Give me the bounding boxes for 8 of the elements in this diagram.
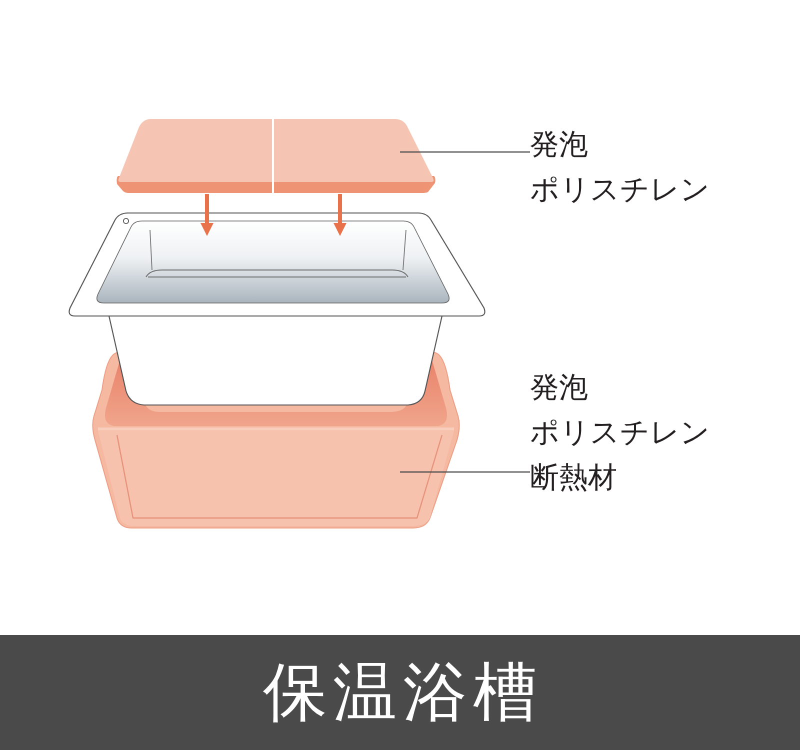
- foam-lid: [115, 116, 437, 194]
- arrow: [334, 194, 346, 236]
- arrow: [200, 194, 214, 236]
- part-label: 発泡ポリスチレン: [530, 122, 710, 212]
- part-label: 発泡ポリスチレン断熱材: [530, 365, 710, 500]
- title: 保温浴槽: [262, 654, 543, 730]
- leader-line: [400, 471, 530, 473]
- leader-line: [400, 151, 530, 153]
